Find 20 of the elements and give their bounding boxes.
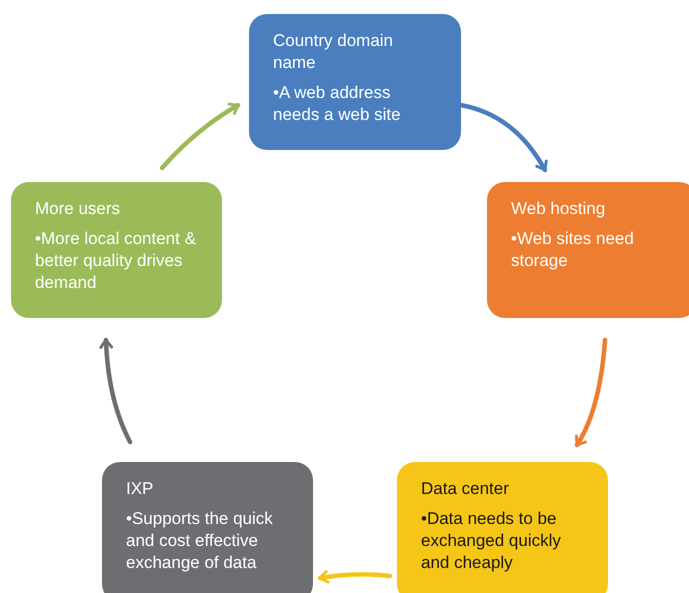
bullet-text: •A web address needs a web site xyxy=(273,82,402,126)
process-box xyxy=(102,462,313,593)
arrow xyxy=(318,570,392,584)
arrow xyxy=(574,338,608,448)
process-box xyxy=(249,14,461,150)
box-heading: Web hosting xyxy=(511,198,606,220)
bullet-text: •More local content & better quality drives demand xyxy=(35,228,197,294)
bullet-text: •Data needs to be exchanged quickly and cheaply xyxy=(421,508,562,574)
box-heading: Data center xyxy=(421,478,510,500)
box-heading: Country domain name xyxy=(273,30,394,74)
process-box xyxy=(487,182,689,318)
arrow xyxy=(160,102,240,170)
box-heading: More users xyxy=(35,198,122,220)
process-box xyxy=(397,462,608,593)
arrow xyxy=(458,102,548,172)
arrow xyxy=(99,338,132,444)
process-box xyxy=(11,182,222,318)
bullet-text: •Web sites need storage xyxy=(511,228,635,272)
box-heading: IXP xyxy=(126,478,154,500)
bullet-text: •Supports the quick and cost effective exchange of data xyxy=(126,508,274,574)
